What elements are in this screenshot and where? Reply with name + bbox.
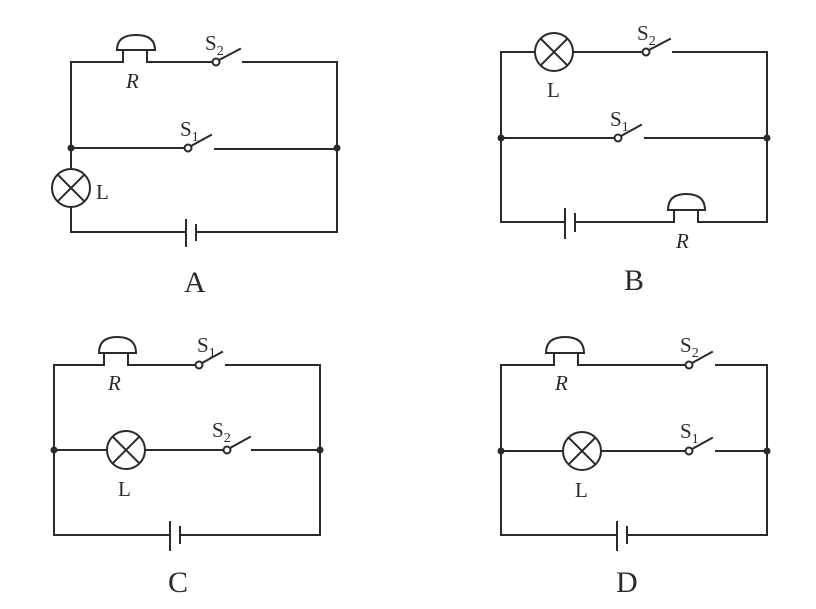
option-label-b: B [624,264,644,297]
bell-label: R [125,69,139,93]
wire [500,352,768,536]
switch-icon [613,123,643,143]
wire [500,51,768,223]
switch-icon [194,350,224,370]
switch-label: S2 [205,31,224,59]
switch-icon [641,37,672,57]
junction-dot [763,134,771,142]
switch-icon [684,350,714,370]
bell-icon [115,33,157,51]
junction-dot [497,134,505,142]
bell-label: R [107,371,121,395]
wire [500,209,768,223]
lamp-label: L [547,78,560,102]
lamp-label: L [118,477,131,501]
bell-icon [97,335,138,354]
lamp-label: L [575,478,588,502]
switch-icon [211,47,242,67]
junction-dot [763,447,771,455]
junction-dot [316,446,324,454]
junction-dot [497,447,505,455]
switch-label: S2 [680,333,699,361]
junction-dot [333,144,341,152]
junction-dot [67,144,75,152]
switch-label: S2 [637,21,656,49]
lamp-icon [106,430,146,470]
circuit-d: R S2 L S1 D [497,333,771,599]
lamp-icon [534,32,574,72]
lamp-icon [562,431,602,471]
switch-label: S1 [680,419,699,447]
bell-label: R [675,229,689,253]
option-label-d: D [616,566,638,599]
wire [242,61,338,233]
bell-icon [666,192,707,211]
lamp-icon [51,168,91,208]
option-label-a: A [184,266,206,299]
switch-label: S1 [197,333,216,361]
switch-icon [222,435,252,455]
bell-label: R [554,371,568,395]
battery-icon [564,208,576,239]
junction-dot [50,446,58,454]
switch-icon [183,133,213,153]
wire [70,49,214,63]
switch-label: S1 [180,117,199,145]
bell-icon [544,335,586,354]
wire [70,147,338,150]
circuit-b: L S2 S1 R B [497,21,771,297]
circuit-c: R S1 L S2 C [50,333,324,599]
battery-icon [169,521,181,551]
wire [70,206,338,233]
lamp-label: L [96,180,109,204]
battery-icon [616,521,628,551]
switch-label: S2 [212,418,231,446]
switch-label: S1 [610,107,629,135]
wire [53,352,321,536]
circuit-a: R S2 S1 L A [51,31,341,299]
option-label-c: C [168,566,188,599]
switch-icon [684,436,714,456]
battery-icon [185,219,197,247]
